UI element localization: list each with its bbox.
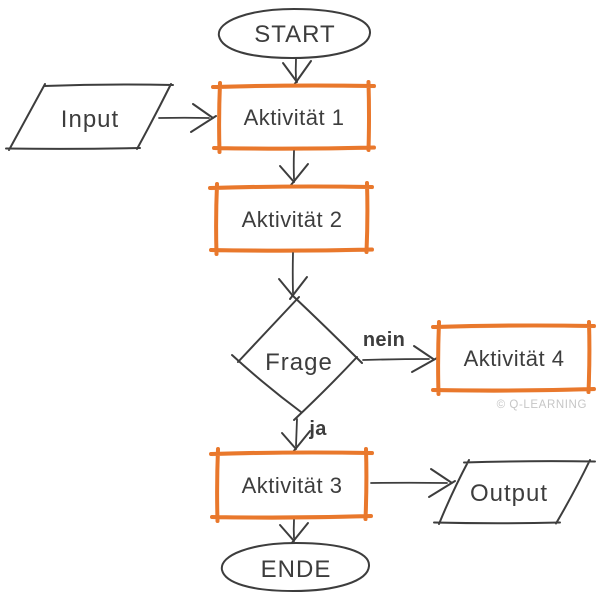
activity3-label: Aktivität 3 bbox=[242, 473, 343, 498]
arrow-activity2-to-question bbox=[278, 252, 308, 300]
arrowhead-right-icon bbox=[190, 103, 217, 133]
arrowhead-down-icon bbox=[279, 522, 309, 545]
input-fill bbox=[8, 85, 172, 148]
output-label: Output bbox=[470, 480, 548, 507]
arrowhead-right-icon bbox=[428, 468, 456, 498]
question-diamond-shape bbox=[231, 294, 363, 421]
arrow-activity1-to-activity2 bbox=[279, 150, 309, 186]
node-activity2: Aktivität 2 bbox=[208, 181, 374, 257]
arrow-shaft bbox=[295, 418, 298, 447]
input-parallelogram-shape bbox=[5, 83, 174, 151]
output-parallelogram-shape bbox=[433, 459, 596, 525]
arrow-question-to-activity3: ja bbox=[281, 418, 327, 453]
start-label: START bbox=[254, 21, 335, 48]
start-terminator-shape bbox=[217, 7, 372, 60]
node-activity4: Aktivität 4 bbox=[431, 320, 596, 397]
node-output: Output bbox=[433, 459, 596, 525]
activity2-fill bbox=[216, 187, 368, 251]
arrow-start-to-activity1 bbox=[282, 58, 312, 86]
edge-label-ja: ja bbox=[308, 418, 327, 440]
watermark-text: © Q-LEARNING bbox=[497, 399, 587, 411]
end-label: ENDE bbox=[261, 556, 332, 583]
node-input: Input bbox=[5, 83, 174, 151]
end-terminator-shape bbox=[220, 541, 371, 593]
activity3-fill bbox=[217, 453, 367, 516]
arrowhead-down-icon bbox=[282, 60, 312, 86]
arrow-activity3-to-end bbox=[279, 519, 309, 545]
arrowhead-down-icon bbox=[279, 163, 309, 186]
activity4-fill bbox=[438, 326, 591, 390]
activity1-fill bbox=[219, 86, 369, 147]
node-activity1: Aktivität 1 bbox=[211, 80, 376, 155]
arrow-shaft bbox=[362, 358, 430, 361]
input-label: Input bbox=[61, 106, 119, 133]
arrow-input-to-activity1 bbox=[158, 103, 217, 133]
arrowhead-right-icon bbox=[411, 345, 438, 373]
edge-label-nein: nein bbox=[363, 329, 405, 351]
activity1-label: Aktivität 1 bbox=[244, 105, 345, 130]
node-start: START bbox=[217, 7, 372, 60]
node-activity3: Aktivität 3 bbox=[209, 447, 374, 524]
node-question: Frage bbox=[231, 294, 363, 421]
activity2-label: Aktivität 2 bbox=[242, 207, 343, 232]
question-label: Frage bbox=[265, 349, 333, 376]
arrowhead-down-icon bbox=[281, 430, 311, 453]
arrow-activity3-to-output bbox=[370, 468, 456, 498]
arrow-question-to-activity4: nein bbox=[362, 329, 438, 373]
output-fill bbox=[437, 462, 592, 522]
node-end: ENDE bbox=[220, 541, 371, 593]
activity4-label: Aktivität 4 bbox=[464, 346, 565, 371]
